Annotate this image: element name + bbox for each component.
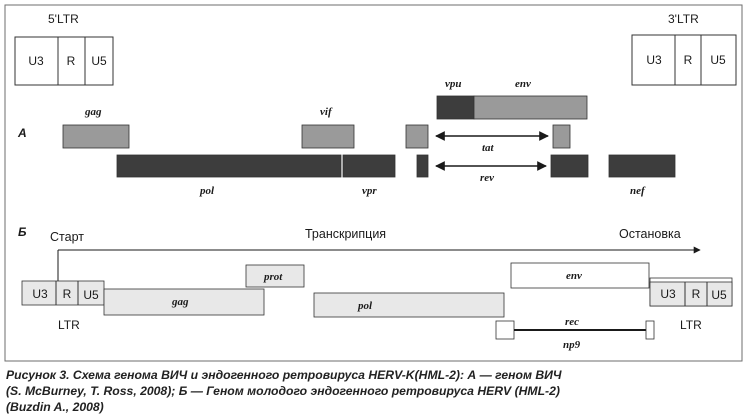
figure-caption: Рисунок 3. Схема генома ВИЧ и эндогенног… xyxy=(6,367,742,415)
ltr-right-box xyxy=(649,281,733,307)
ltr-right-u3: U3 xyxy=(660,287,676,301)
panel-b-label: Б xyxy=(18,225,27,239)
gene-rev-exon1 xyxy=(416,154,429,178)
panel-b: Б Старт Транскрипция Остановка U3 R U5 L… xyxy=(18,225,733,351)
panel-a: А 5'LTR U3 R U5 3'LTR U3 R U5 gag vif vp… xyxy=(14,12,737,197)
rec-exon1 xyxy=(495,320,515,340)
gene-tat-exon2 xyxy=(552,124,571,149)
ltr3-u5: U5 xyxy=(710,53,726,67)
gene-label-np9: np9 xyxy=(563,339,581,351)
caption-line-3: (Buzdin A., 2008) xyxy=(6,400,104,414)
ltr5-u3: U3 xyxy=(28,54,44,68)
gene-label-prot: prot xyxy=(263,271,283,283)
gene-nef xyxy=(608,154,676,178)
gene-label-vpr: vpr xyxy=(362,185,377,197)
gene-env-a xyxy=(473,95,588,120)
ltr3-block: 3'LTR U3 R U5 xyxy=(631,12,737,86)
gene-gag-b xyxy=(103,288,265,316)
gene-pol-b xyxy=(313,292,505,318)
ltr-left-label: LTR xyxy=(58,318,80,332)
panel-a-label: А xyxy=(17,126,27,140)
gene-label-vpu: vpu xyxy=(445,78,462,90)
ltr-left-u5: U5 xyxy=(83,288,99,302)
ltr5-r: R xyxy=(67,54,76,68)
ltr3-r: R xyxy=(684,53,693,67)
gene-env-b xyxy=(510,262,650,289)
gene-label-gag-b: gag xyxy=(171,296,189,308)
ltr3-box xyxy=(631,34,737,86)
gene-vpu xyxy=(436,95,475,120)
caption-line-2: (S. McBurney, T. Ross, 2008); Б — Геном … xyxy=(6,384,560,398)
gene-label-tat: tat xyxy=(482,142,495,154)
gene-vpr xyxy=(342,154,396,178)
figure-frame xyxy=(4,4,743,362)
ltr3-title: 3'LTR xyxy=(668,12,699,26)
gene-label-rec: rec xyxy=(565,316,579,328)
ltr-left-r: R xyxy=(63,287,72,301)
gene-pol-a xyxy=(116,154,342,178)
ltr5-block: 5'LTR U3 R U5 xyxy=(14,12,114,86)
gene-rev-exon2 xyxy=(550,154,589,178)
ltr-right-r: R xyxy=(692,287,701,301)
start-label: Старт xyxy=(50,230,84,244)
gene-label-pol-b: pol xyxy=(357,300,373,312)
gene-prot xyxy=(245,264,305,288)
gene-label-gag: gag xyxy=(84,106,102,118)
ltr-right-block: U3 R U5 LTR xyxy=(649,277,733,332)
stop-label: Остановка xyxy=(619,227,681,241)
gene-label-env-a: env xyxy=(515,78,531,90)
gene-label-vif: vif xyxy=(320,106,333,118)
ltr-left-u3: U3 xyxy=(32,287,48,301)
rec-exon2 xyxy=(645,320,655,340)
gene-tat-exon1 xyxy=(405,124,429,149)
ltr5-box xyxy=(14,36,114,86)
ltr-right-label: LTR xyxy=(680,318,702,332)
transcription-label: Транскрипция xyxy=(305,227,386,241)
ltr5-title: 5'LTR xyxy=(48,12,79,26)
ltr5-u5: U5 xyxy=(91,54,107,68)
gene-label-env-b: env xyxy=(566,270,582,282)
gene-label-nef: nef xyxy=(630,185,646,197)
gene-vif xyxy=(301,124,355,149)
gene-label-pol-a: pol xyxy=(199,185,215,197)
ltr-left-block: U3 R U5 LTR xyxy=(21,280,105,332)
ltr3-u3: U3 xyxy=(646,53,662,67)
caption-line-1: Рисунок 3. Схема генома ВИЧ и эндогенног… xyxy=(6,368,562,382)
gene-label-rev: rev xyxy=(480,172,494,184)
gene-gag-a xyxy=(62,124,130,149)
ltr-right-u5: U5 xyxy=(711,288,727,302)
